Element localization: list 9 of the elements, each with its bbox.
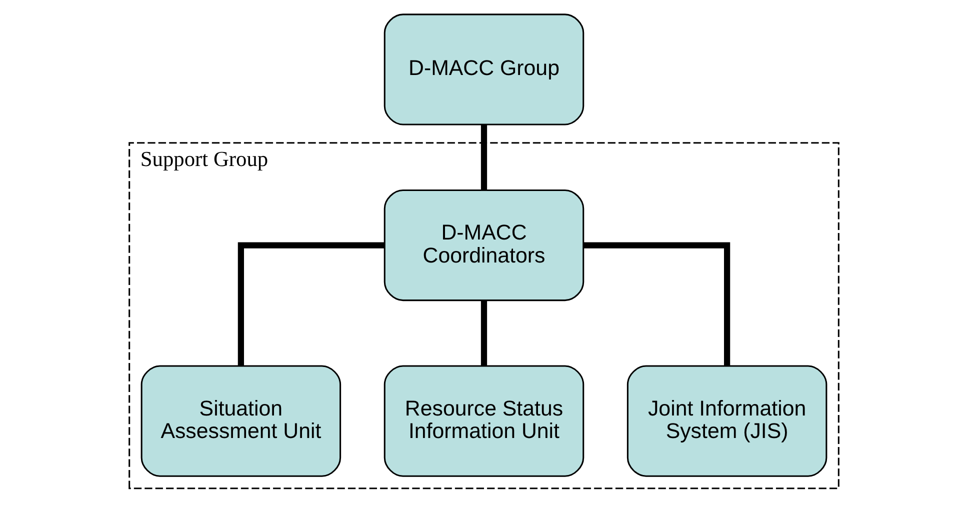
connector bbox=[238, 242, 384, 366]
connector bbox=[584, 242, 730, 366]
node-box: Joint Information System (JIS) bbox=[626, 365, 828, 477]
node-box: D-MACC Coordinators bbox=[384, 189, 584, 302]
connector bbox=[480, 300, 488, 366]
connector bbox=[480, 124, 488, 190]
node-box: Situation Assessment Unit bbox=[140, 365, 342, 477]
node-box: Resource Status Information Unit bbox=[384, 365, 584, 477]
node-box: D-MACC Group bbox=[384, 14, 584, 126]
